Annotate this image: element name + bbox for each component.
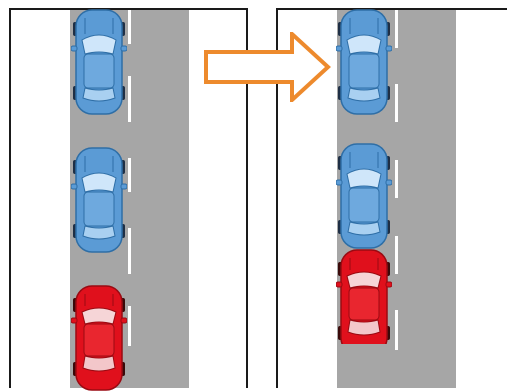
lane-marking — [128, 158, 131, 192]
red-car — [336, 248, 392, 344]
lane-marking — [128, 76, 131, 122]
lane-marking — [128, 10, 131, 44]
lane-marking — [395, 10, 398, 48]
blue-car — [336, 142, 392, 250]
lane-marking — [395, 236, 398, 274]
lane-marking — [395, 84, 398, 122]
blue-car — [336, 8, 392, 116]
lane-marking — [128, 306, 131, 346]
blue-car — [71, 8, 127, 116]
lane-marking — [395, 310, 398, 350]
lane-marking — [128, 228, 131, 274]
lane-marking — [395, 160, 398, 198]
red-car — [71, 284, 127, 392]
blue-car — [71, 146, 127, 254]
right-arrow-icon — [204, 32, 332, 102]
